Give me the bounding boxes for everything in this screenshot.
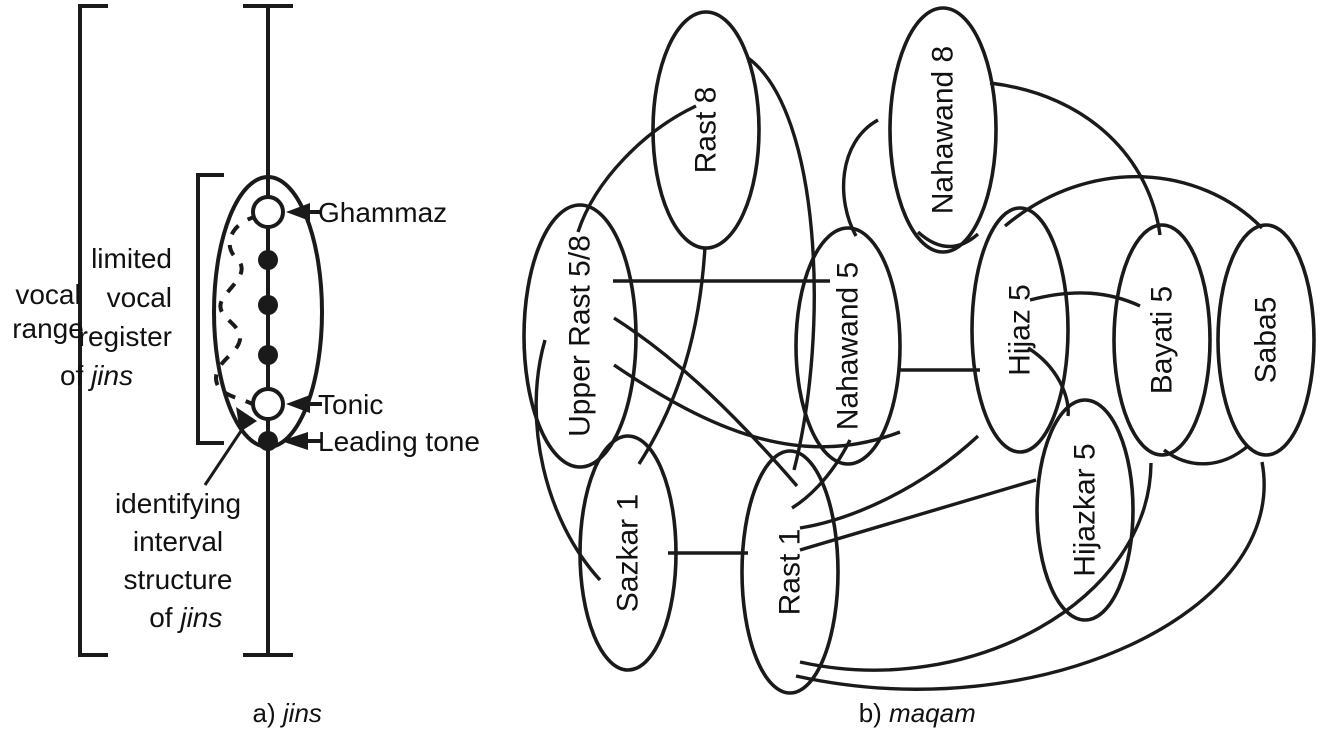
limited-register-label-line4: of jins [5,360,172,391]
node-label-rast8: Rast 8 [690,87,723,174]
node-label-nahawand5: Nahawand 5 [832,262,865,430]
node-label-hijaz5: Hijaz 5 [1004,284,1037,376]
edge-nahawand8-nahawand5 [841,118,879,237]
caption-panel-a: a) jins [202,698,358,728]
panel-a-jins: vocal range limited vocal register of ji… [5,4,480,728]
callout-label-ghammaz: Ghammaz [318,197,447,228]
degree-marker-ghammaz [251,195,285,229]
edge-nahawand5-rast1 [791,439,852,510]
interval-note-line4-plain: of [149,602,180,633]
node-nahawand8[interactable]: Nahawand 8 [888,6,998,254]
edge-nahawand8-bayati5 [989,81,1162,236]
node-hijaz5[interactable]: Hijaz 5 [970,206,1070,454]
degree-marker-tonic [251,387,285,421]
limited-register-bracket [196,173,224,445]
node-nahawand5[interactable]: Nahawand 5 [794,226,902,466]
node-label-saba5: Saba5 [1250,297,1283,384]
edge-hijaz5-hijazkar5 [1027,346,1070,417]
callout-tonic [286,395,322,413]
edge-upperrast58-hijaz5 [613,363,901,449]
edge-rast1-hijazkar5 [799,478,1037,552]
degree-marker-leading-tone [258,431,278,451]
pitch-axis [243,4,293,657]
caption-a-term: jins [280,698,322,728]
vocal-range-bracket [78,4,108,657]
caption-b-prefix: b) [859,698,882,728]
node-bayati5[interactable]: Bayati 5 [1112,223,1212,457]
node-label-rast1: Rast 1 [774,529,807,616]
edge-hijaz5-rast1 [799,434,980,530]
edge-hijaz5-saba5 [1003,175,1264,230]
interval-note-line2: interval [133,526,223,557]
callout-label-leading-tone: Leading tone [318,426,480,457]
node-rast1[interactable]: Rast 1 [740,449,840,695]
edge-bayati5-saba5 [1162,444,1250,466]
vocal-range-label-line2: range [12,313,84,344]
node-label-hijazkar5: Hijazkar 5 [1069,443,1102,576]
identifying-interval-arrow [203,407,257,486]
node-saba5[interactable]: Saba5 [1216,223,1316,457]
edge-saba5-rast1 [795,461,1266,691]
limited-register-label-line4-plain: of [60,360,91,391]
node-label-sazkar1: Sazkar 1 [612,494,645,612]
node-label-nahawand8: Nahawand 8 [927,46,960,214]
node-sazkar1[interactable]: Sazkar 1 [578,434,678,672]
vocal-range-label-line1: vocal [15,279,80,310]
edge-rast8-sazkar1 [637,246,707,465]
limited-register-label-line2: vocal [107,282,172,313]
interval-note-line4: of jins [95,602,262,633]
edge-upperrast58-rast8 [576,104,697,233]
interval-note-line4-italic: jins [176,602,222,633]
callout-label-tonic: Tonic [318,389,383,420]
node-rast8[interactable]: Rast 8 [651,10,761,250]
node-label-bayati5: Bayati 5 [1146,286,1179,394]
callout-ghammaz [286,203,322,221]
limited-register-label-line3: register [79,321,172,352]
caption-panel-b: b) maqam [808,698,1012,728]
maqam-nodes: Rast 8 Nahawand 8 Upper Rast 5/8 Nahawan… [522,6,1316,695]
degree-marker-3 [258,295,278,315]
degree-marker-4 [258,250,278,270]
edge-nahawand8-hijaz5 [916,230,980,249]
edge-bayati5-rast1 [799,462,1153,672]
caption-a-prefix: a) [253,698,276,728]
edge-rast8-rast1 [747,56,816,471]
limited-register-label-line1: limited [91,243,172,274]
interval-note-line3: structure [124,564,233,595]
panel-b-maqam: Rast 8 Nahawand 8 Upper Rast 5/8 Nahawan… [522,6,1316,728]
edge-hijaz5-bayati5 [1029,291,1141,308]
edge-upperrast58-rast1 [613,316,799,488]
node-upperrast58[interactable]: Upper Rast 5/8 [522,203,638,469]
node-hijazkar5[interactable]: Hijazkar 5 [1035,398,1135,622]
interval-structure-dashed-path [213,214,259,406]
maqam-edges [534,56,1266,691]
limited-register-label-line4-italic: jins [87,360,133,391]
degree-marker-2 [258,345,278,365]
callout-leading-tone [281,432,322,450]
node-label-upperrast58: Upper Rast 5/8 [564,235,597,437]
caption-b-term: maqam [889,698,976,728]
interval-note-line1: identifying [115,488,241,519]
